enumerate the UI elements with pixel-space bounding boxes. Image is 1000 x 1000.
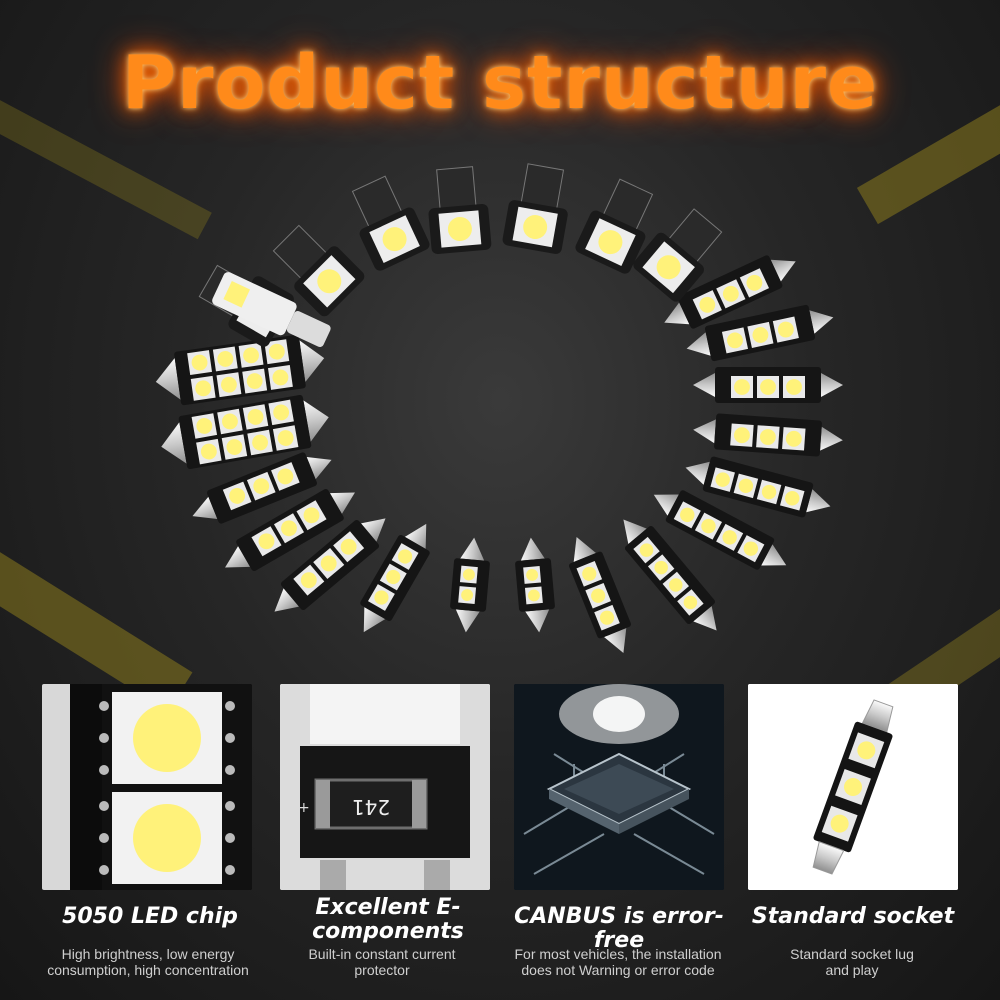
wedge-bulb [633,208,723,302]
festoon-bulb [360,523,430,633]
wedge-bulb [272,224,365,317]
wedge-bulb [502,163,568,254]
feature-title-canbus: CANBUS is error-free [514,904,724,953]
festoon-bulb-photo [748,684,958,890]
festoon-bulb [450,537,490,633]
feature-desc-e-components: Built-in constant current protector [308,946,456,978]
svg-text:+: + [298,800,310,816]
resistor-photo: + 241 [280,684,490,890]
led-chip-photo [42,684,252,890]
festoon-bulb [569,537,631,653]
festoon-bulb [664,255,796,329]
festoon-bulb [653,490,787,570]
small-wedge-bulb [212,272,331,348]
feature-title-led-chip: 5050 LED chip [62,904,238,929]
festoon-bulb [693,367,843,403]
feature-desc-canbus: For most vehicles, the installation does… [514,946,722,978]
festoon-bulb [161,394,329,470]
festoon-bulb [686,304,834,362]
bulb-ring-illustration [155,163,843,653]
festoon-bulb [274,518,386,612]
festoon-bulb [515,537,555,633]
feature-title-e-components: Excellent E-components [312,895,464,944]
feature-desc-socket: Standard socket lug and play [790,946,914,978]
feature-title-socket: Standard socket [751,904,955,929]
festoon-bulb [192,452,332,524]
wedge-bulb [575,178,654,274]
festoon-bulb [685,456,831,518]
wedge-bulb [351,175,430,271]
feature-desc-led-chip: High brightness, low energy consumption,… [47,946,249,978]
festoon-bulb [693,413,843,457]
festoon-bulb [623,519,717,631]
festoon-bulb [225,489,355,571]
wedge-bulb [428,166,492,255]
festoon-bulb [155,334,325,406]
page-title: Product structure [121,40,879,126]
resistor-code-label: 241 [352,795,390,819]
processor-chip-photo [514,684,724,890]
